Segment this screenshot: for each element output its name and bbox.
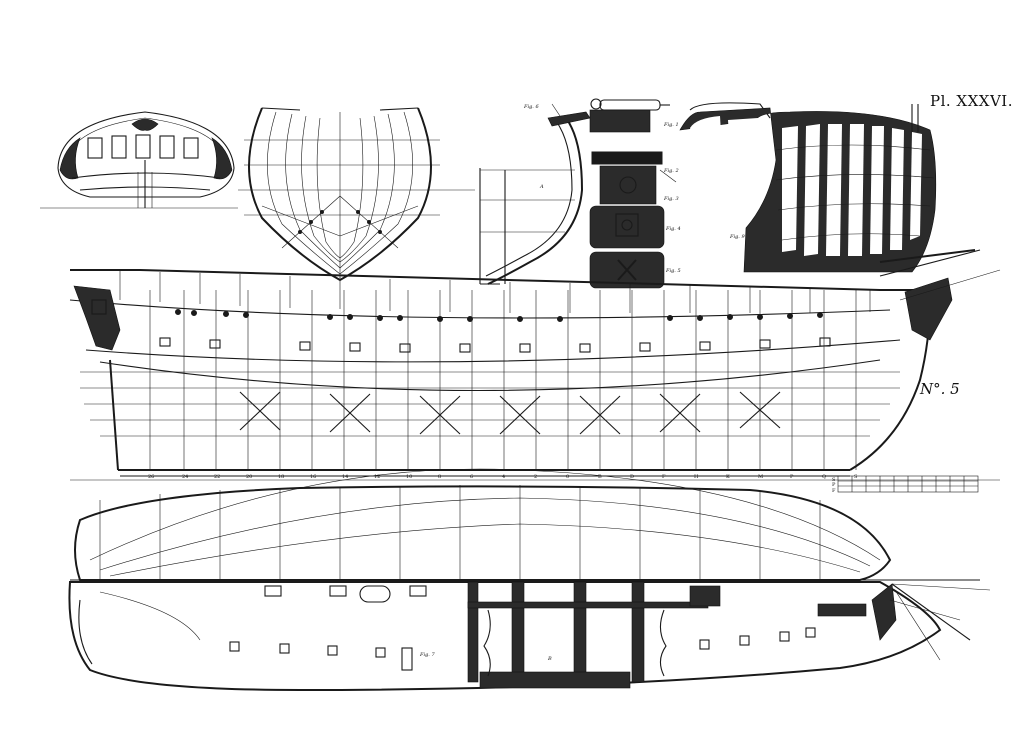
- fig5-label: Fig. 5: [665, 268, 681, 274]
- station-label: 10: [406, 474, 412, 480]
- station-label: B: [598, 474, 602, 480]
- station-label: 12: [374, 474, 380, 480]
- station-label: S: [854, 474, 858, 480]
- station-label: 6: [470, 474, 473, 480]
- fig2-label: Fig. 2: [663, 168, 679, 174]
- station-label: H: [694, 474, 699, 480]
- scale-letter: F: [832, 488, 836, 494]
- station-label: 8: [438, 474, 441, 480]
- scale-bar: S P F: [832, 475, 979, 494]
- fig4-label: Fig. 4: [665, 226, 681, 232]
- station-label: D: [630, 474, 634, 480]
- letter-b: B: [547, 656, 552, 662]
- fig1-label: Fig. 1: [663, 122, 679, 128]
- station-label: 0: [566, 474, 569, 480]
- station-label: 20: [246, 474, 252, 480]
- fig6-label: Fig. 6: [523, 104, 539, 110]
- scale-letter: S: [832, 477, 836, 483]
- frame-perspective: Fig. 9: [679, 102, 937, 273]
- station-label: 18: [278, 474, 284, 480]
- station-label: P: [790, 474, 794, 480]
- station-label: 4: [502, 474, 505, 480]
- body-plan: [238, 107, 475, 282]
- station-label: 22: [214, 474, 220, 480]
- station-label: F: [662, 474, 666, 480]
- station-label: 14: [342, 474, 348, 480]
- deck-plan: Fig. 7 B: [68, 581, 991, 692]
- station-label: K: [726, 474, 730, 480]
- numero-label: N°. 5: [919, 380, 960, 398]
- station-label: M: [758, 474, 763, 480]
- station-labels: 26 24 22 20 18 16 14 12 10 8 6 4 2 0 B D…: [148, 474, 858, 480]
- station-label: 26: [148, 474, 154, 480]
- half-breadth-plan: [70, 468, 980, 581]
- fig9-label: Fig. 9: [729, 234, 745, 240]
- sheer-profile: 26 24 22 20 18 16 14 12 10 8 6 4 2 0 B D…: [69, 249, 1001, 481]
- fig7-label: Fig. 7: [419, 652, 435, 658]
- rudder-and-gun-details: A Fig. 6 Fig. 1 Fig. 2 Fig. 3 Fig. 4 Fig…: [479, 98, 681, 289]
- station-label: 24: [182, 474, 188, 480]
- station-label: Q: [822, 474, 826, 480]
- stern-elevation: [40, 111, 238, 209]
- letter-a: A: [539, 184, 544, 190]
- plate-number: Pl. XXXVI.: [930, 92, 1013, 110]
- station-label: 16: [310, 474, 316, 480]
- scale-letter: P: [832, 482, 836, 488]
- station-label: 2: [534, 474, 537, 480]
- fig3-label: Fig. 3: [663, 196, 679, 202]
